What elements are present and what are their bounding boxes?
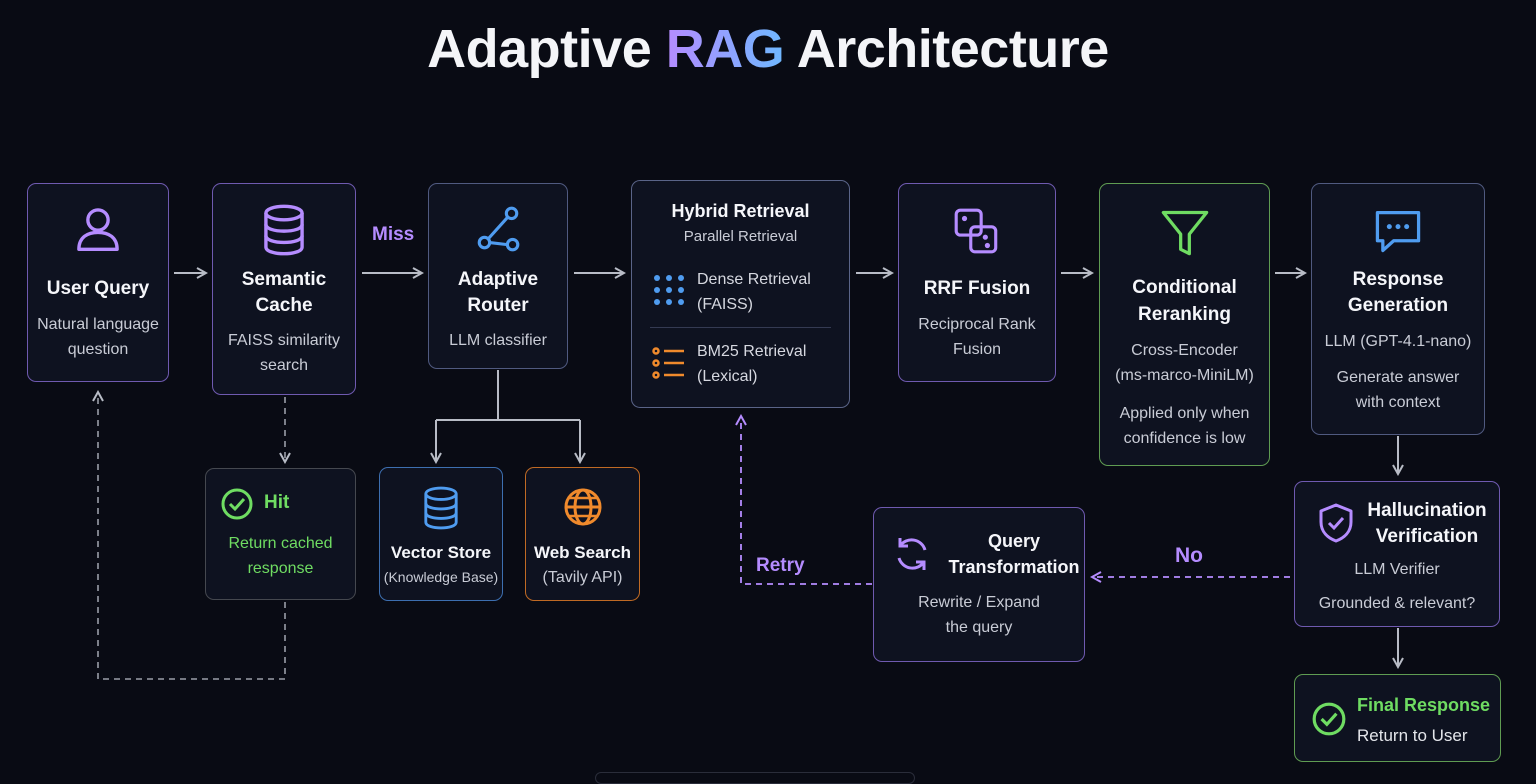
arrow-hit-return-loop [98, 392, 286, 680]
check-circle-icon [1312, 702, 1346, 736]
user-icon [77, 208, 119, 251]
hybrid-retrieval-node: Hybrid Retrieval Parallel Retrieval Dens… [631, 180, 850, 408]
arrow-router-branch [435, 370, 581, 462]
bm25-list-icon [652, 347, 684, 379]
database-icon [264, 204, 304, 256]
vector-store-node: Vector Store (Knowledge Base) [379, 467, 503, 601]
dense-grid-icon [654, 275, 684, 305]
page-title: Adaptive RAG Architecture [427, 19, 1109, 79]
retry-label: Retry [756, 555, 805, 576]
title-highlight: RAG [665, 19, 785, 79]
web-search-node: Web Search (Tavily API) [525, 467, 640, 601]
final-response-node: Final Response Return to User [1294, 674, 1501, 762]
refresh-icon [897, 538, 927, 570]
bottom-bar [595, 772, 915, 784]
miss-label: Miss [372, 224, 415, 245]
response-generation-node: Response Generation LLM (GPT-4.1-nano) G… [1311, 183, 1485, 435]
chat-icon [1375, 210, 1421, 253]
reranking-node: Conditional Reranking Cross-Encoder (ms-… [1099, 183, 1270, 466]
hit-node: Hit Return cached response [205, 468, 356, 600]
no-label: No [1175, 544, 1203, 567]
arrow-retry-loop [741, 416, 872, 585]
database-icon [424, 486, 458, 530]
user-query-node: User Query Natural language question [27, 183, 169, 382]
semantic-cache-node: Semantic Cache FAISS similarity search [212, 183, 356, 395]
adaptive-router-node: Adaptive Router LLM classifier [428, 183, 568, 369]
funnel-icon [1161, 210, 1208, 256]
fusion-icon [954, 208, 998, 254]
divider [650, 327, 831, 328]
shield-check-icon [1319, 503, 1353, 543]
query-transformation-node: Query Transformation Rewrite / Expand th… [873, 507, 1085, 662]
globe-icon [564, 488, 601, 526]
router-icon [477, 206, 520, 252]
check-circle-icon [221, 488, 253, 520]
hallucination-verification-node: Hallucination Verification LLM Verifier … [1294, 481, 1500, 627]
rrf-fusion-node: RRF Fusion Reciprocal Rank Fusion [898, 183, 1056, 382]
